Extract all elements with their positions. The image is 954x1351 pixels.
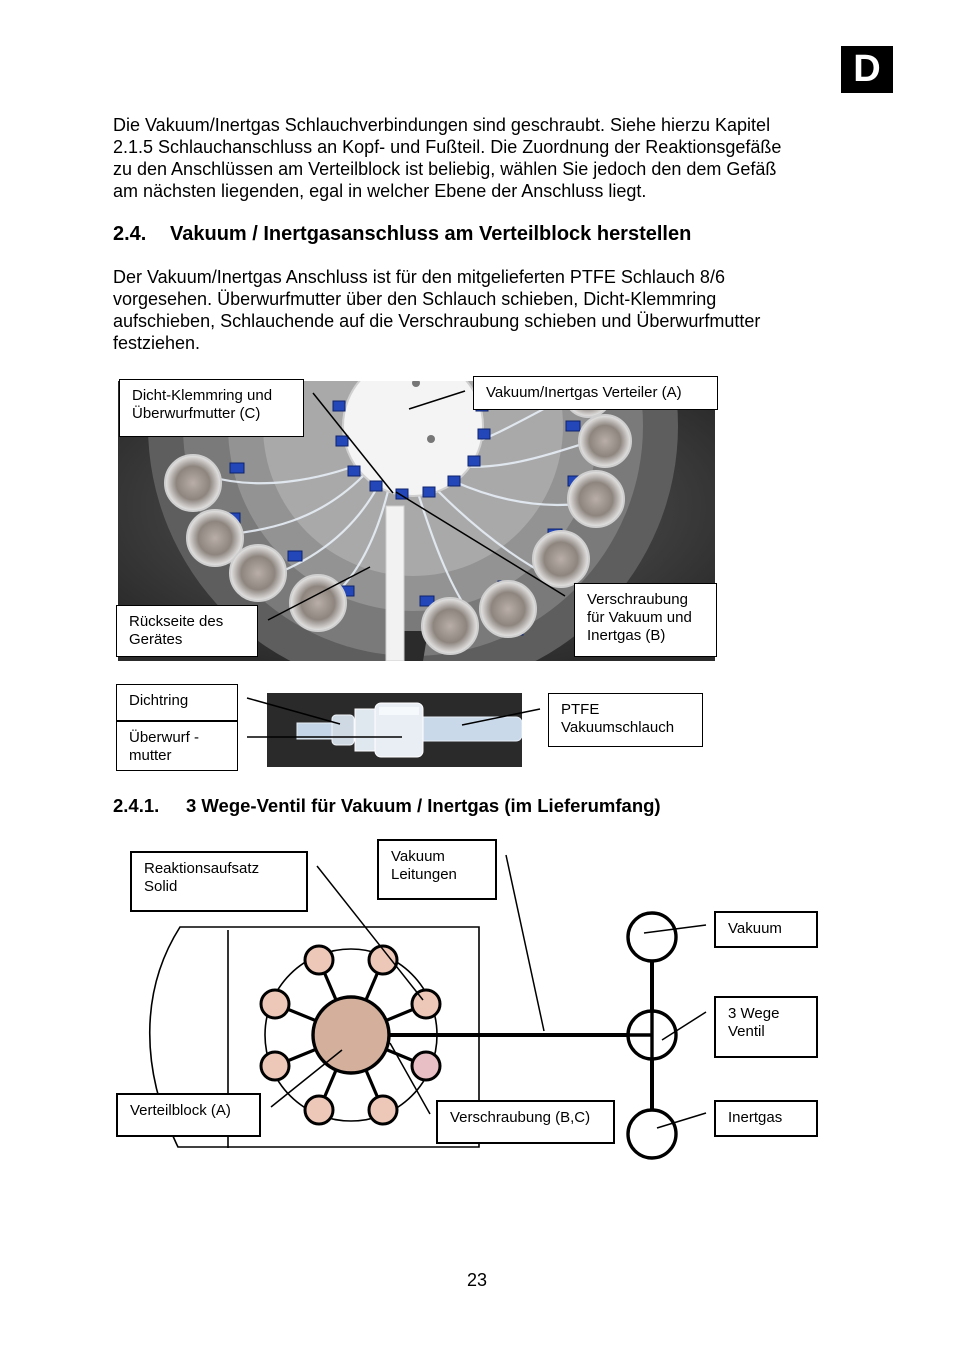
label-line: Gerätes [129, 631, 183, 648]
label-line: für Vakuum und [587, 609, 692, 626]
label-inert-gas: Inertgas [714, 1100, 818, 1137]
port-circle [303, 1094, 335, 1126]
label-line: PTFE [561, 701, 600, 718]
label-line: Reaktionsaufsatz [144, 860, 260, 877]
label-distribution-block: Verteilblock (A) [116, 1093, 261, 1137]
label-line: Vakuum/Inertgas Verteiler (A) [486, 384, 682, 401]
intro-paragraph: Die Vakuum/Inertgas Schlauchverbindungen… [113, 114, 781, 202]
label-union-nut: Überwurf - mutter [116, 721, 238, 771]
label-line: Überwurf - [129, 729, 200, 746]
port-circle [259, 1050, 291, 1082]
port-circle [259, 988, 291, 1020]
label-line: Verschraubung [587, 591, 688, 608]
intro-line: zu den Anschlüssen am Verteilblock ist b… [113, 159, 777, 179]
section-line: aufschieben, Schlauchende auf die Versch… [113, 311, 761, 331]
label-line: Ventil [728, 1023, 765, 1040]
label-line: Vakuum [728, 920, 782, 937]
label-three-way-valve: 3 Wege Ventil [714, 996, 818, 1058]
label-distributor: Vakuum/Inertgas Verteiler (A) [473, 376, 718, 410]
port-circle [367, 944, 399, 976]
section-line: vorgesehen. Überwurfmutter über den Schl… [113, 289, 717, 309]
intro-line: Die Vakuum/Inertgas Schlauchverbindungen… [113, 115, 771, 135]
label-screw-fitting: Verschraubung für Vakuum und Inertgas (B… [574, 583, 717, 657]
label-reaction-attachment: Reaktionsaufsatz Solid [130, 851, 308, 912]
language-badge: D [841, 46, 893, 93]
port-circle [410, 988, 442, 1020]
label-device-back: Rückseite des Gerätes [116, 605, 258, 657]
section-title: Vakuum / Inertgasanschluss am Verteilblo… [170, 223, 692, 245]
port-circle [410, 1050, 442, 1082]
label-line: Überwurfmutter (C) [132, 405, 261, 422]
label-line: Dichtring [129, 692, 189, 709]
label-line: Leitungen [391, 866, 457, 883]
port-circle [303, 944, 335, 976]
label-line: 3 Wege [728, 1005, 780, 1022]
section-line: festziehen. [113, 333, 201, 353]
manifold-ports [259, 944, 442, 1126]
page-number: 23 [466, 1270, 488, 1290]
section-line: Der Vakuum/Inertgas Anschluss ist für de… [113, 267, 725, 287]
intro-line: am nächsten liegenden, egal in welcher E… [113, 181, 647, 201]
inert-gas-valve-circle [626, 1108, 678, 1160]
distribution-hub [311, 995, 391, 1075]
label-line: Solid [144, 878, 178, 895]
section-heading: 2.4. Vakuum / Inertgasanschluss am Vertei… [113, 223, 691, 246]
tube-fitting-photo [267, 693, 522, 767]
tube-fitting-photo-drawing [267, 693, 522, 767]
label-line: mutter [129, 747, 172, 764]
label-line: Vakuumschlauch [561, 719, 675, 736]
label-line: Vakuum [391, 848, 445, 865]
port-ring [264, 948, 438, 1122]
label-sealing-ring: Dichtring [116, 684, 238, 721]
section-paragraph: Der Vakuum/Inertgas Anschluss ist für de… [113, 266, 760, 354]
label-screw-fitting-bc: Verschraubung (B,C) [436, 1100, 615, 1144]
three-way-valve-circle [626, 1009, 678, 1061]
label-line: Inertgas (B) [587, 627, 666, 644]
subsection-heading: 2.4.1. 3 Wege-Ventil für Vakuum / Inertga… [113, 795, 661, 817]
label-ptfe-tube: PTFE Vakuumschlauch [548, 693, 703, 747]
label-line: Dicht-Klemmring und [132, 387, 273, 404]
label-line: Verteilblock (A) [130, 1102, 231, 1119]
section-number: 2.4. [113, 223, 147, 245]
intro-line: 2.1.5 Schlauchanschluss an Kopf- und Fuß… [113, 137, 782, 157]
label-line: Verschraubung (B,C) [450, 1109, 591, 1126]
subsection-title: 3 Wege-Ventil für Vakuum / Inertgas (im … [186, 795, 661, 816]
label-vacuum: Vakuum [714, 911, 818, 948]
label-sealing-ring-and-nut: Dicht-Klemmring und Überwurfmutter (C) [119, 379, 304, 437]
subsection-number: 2.4.1. [113, 795, 160, 816]
vacuum-valve-circle [626, 911, 678, 963]
label-line: Rückseite des [129, 613, 224, 630]
port-circle [367, 1094, 399, 1126]
label-vacuum-lines: Vakuum Leitungen [377, 839, 497, 900]
label-line: Inertgas [728, 1109, 783, 1126]
